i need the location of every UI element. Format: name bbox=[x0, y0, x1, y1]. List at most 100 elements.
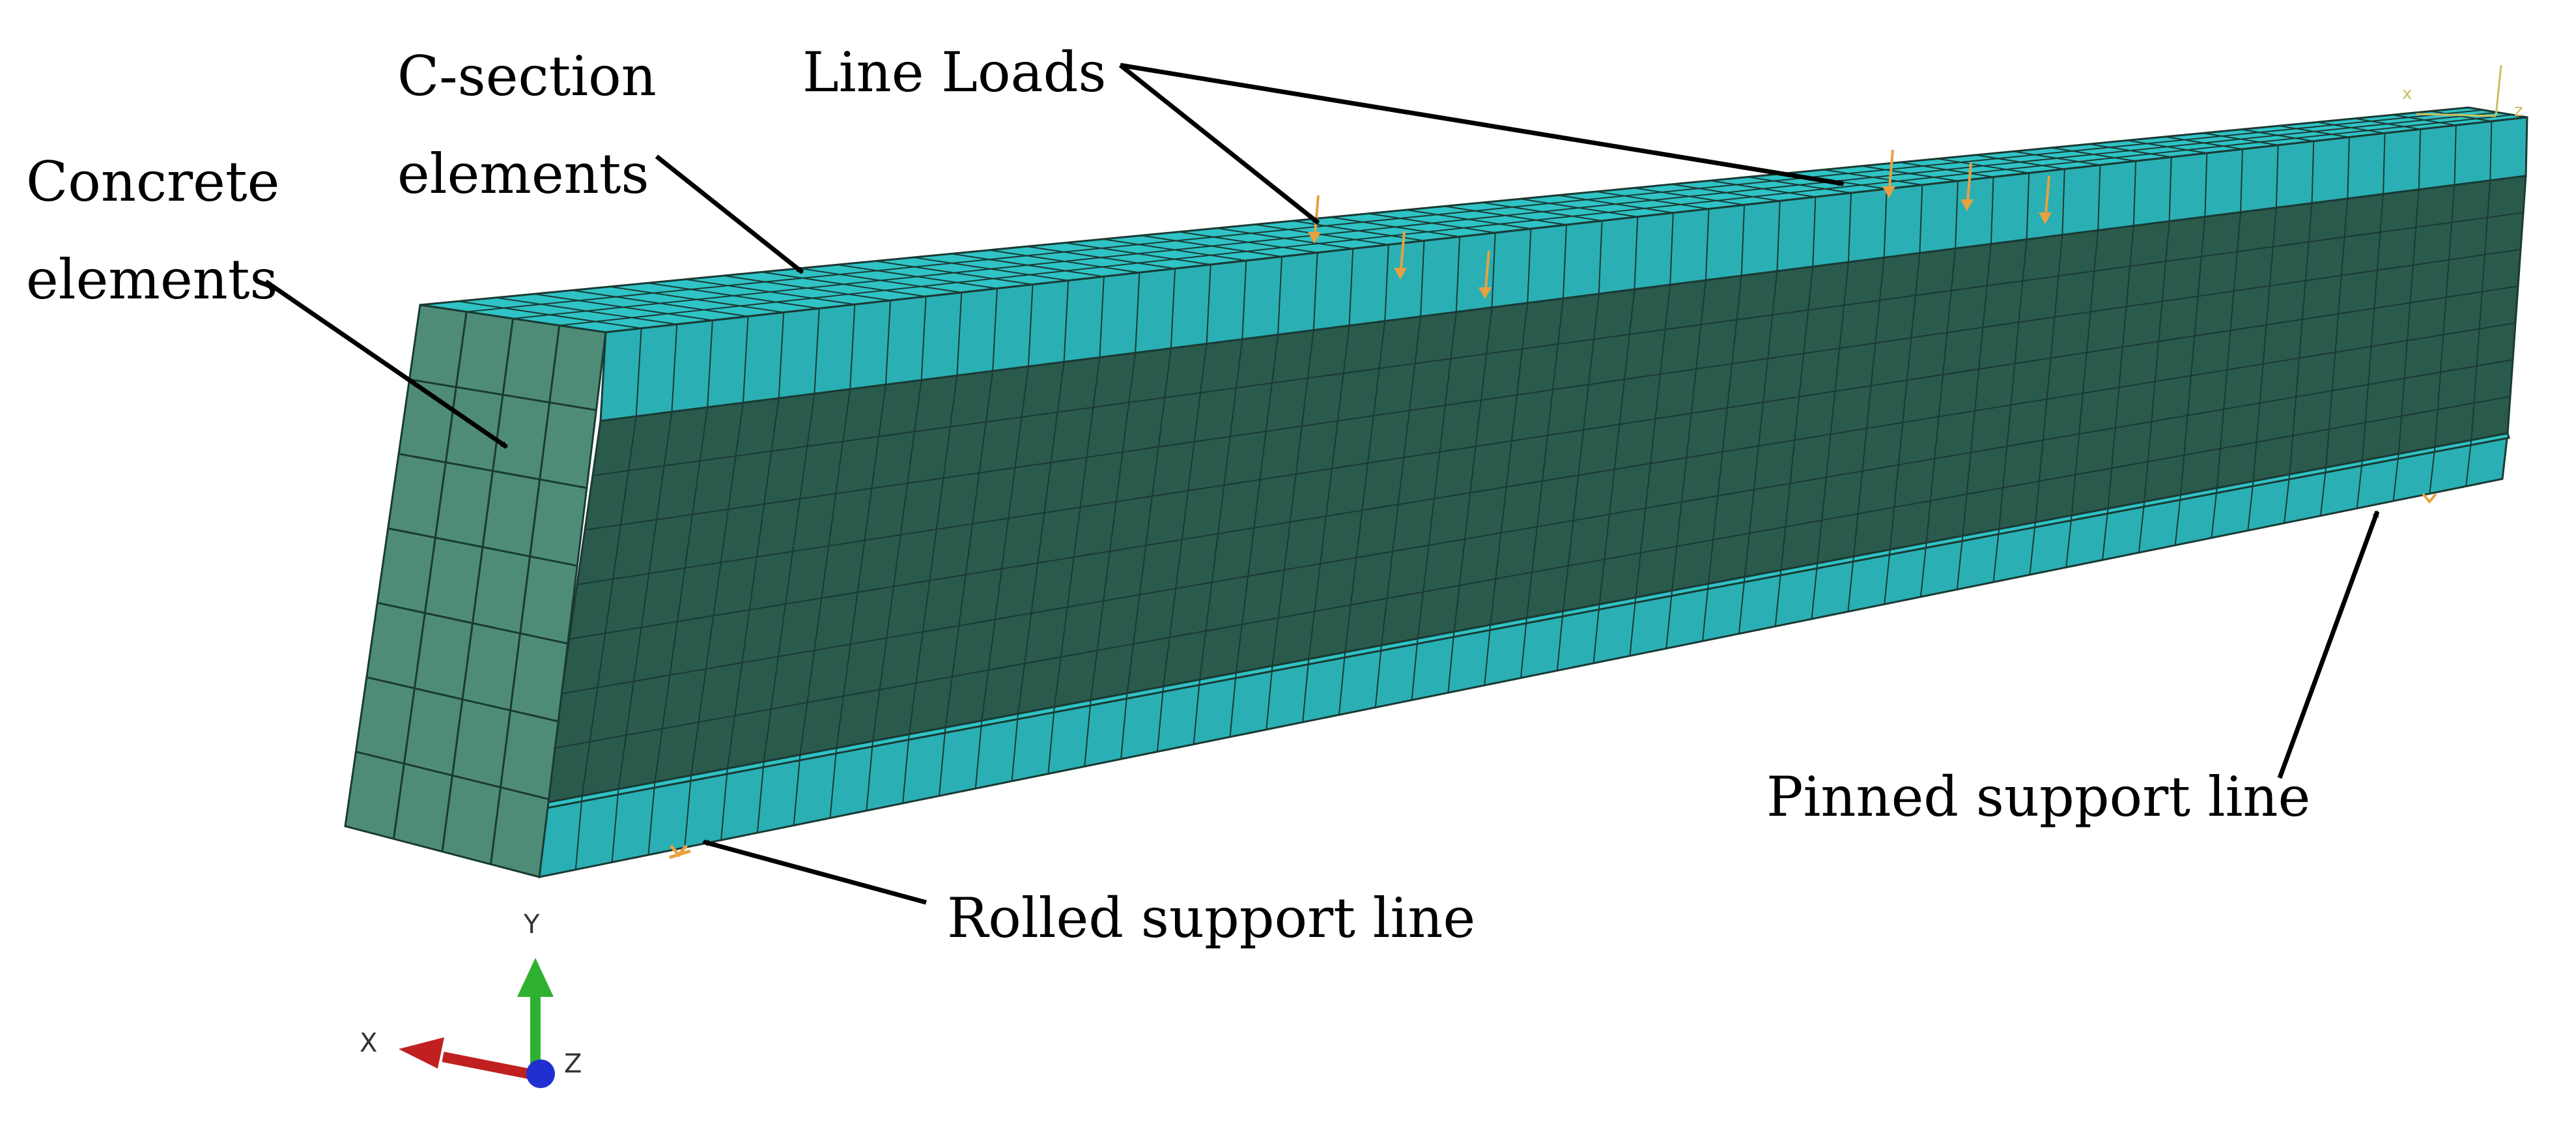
mesh-line bbox=[2465, 440, 2472, 487]
mesh-line bbox=[1374, 645, 1382, 708]
corner-axis-triad: x z bbox=[2402, 65, 2523, 121]
mesh-line bbox=[1411, 638, 1419, 700]
mesh-line bbox=[1241, 260, 1247, 339]
concrete-label-line1: Concrete bbox=[26, 150, 279, 214]
mesh-line bbox=[2107, 225, 2134, 509]
mesh-line bbox=[1348, 248, 1354, 326]
mesh-line bbox=[1170, 268, 1176, 349]
mesh-line bbox=[1992, 528, 2000, 583]
mesh-line bbox=[1338, 652, 1346, 715]
mesh-line bbox=[2216, 212, 2242, 489]
mesh-line bbox=[690, 403, 744, 776]
mesh-line bbox=[885, 300, 892, 385]
mesh-line bbox=[726, 398, 780, 769]
mesh-line bbox=[2247, 481, 2254, 531]
mesh-line bbox=[902, 734, 910, 803]
mesh-line bbox=[1084, 700, 1092, 767]
mesh-line bbox=[1490, 302, 1529, 626]
mesh-line bbox=[1312, 252, 1318, 330]
mesh-line bbox=[559, 114, 2513, 326]
mesh-line bbox=[1344, 321, 1386, 653]
mesh-line bbox=[2097, 165, 2101, 231]
mesh-line bbox=[576, 285, 2519, 586]
mesh-line bbox=[584, 248, 2521, 531]
rolled-support-pointer-arrow bbox=[702, 839, 927, 905]
rolled-support-label: Rolled support line bbox=[947, 886, 1475, 950]
mesh-line bbox=[376, 601, 569, 645]
load-arrow bbox=[1960, 162, 1974, 211]
mesh-line bbox=[553, 396, 2511, 749]
mesh-line bbox=[1484, 624, 1492, 685]
mesh-line bbox=[1744, 271, 1778, 577]
mesh-line bbox=[1447, 631, 1455, 693]
mesh-line bbox=[366, 676, 559, 723]
mesh-line bbox=[1090, 352, 1137, 700]
mesh-line bbox=[561, 359, 2513, 695]
mesh-line bbox=[2180, 216, 2206, 495]
line-load-arrows bbox=[1308, 149, 2052, 299]
view-axis-y-label: Y bbox=[523, 910, 540, 940]
mesh-line bbox=[872, 380, 922, 741]
mesh-line bbox=[2138, 501, 2145, 553]
mesh-line bbox=[2174, 495, 2181, 545]
mesh-line bbox=[635, 328, 642, 417]
mesh-line bbox=[1563, 224, 1567, 299]
mesh-line bbox=[617, 411, 673, 790]
mesh-line bbox=[2061, 169, 2065, 235]
mesh-line bbox=[2034, 235, 2063, 523]
mesh-line bbox=[1919, 542, 1927, 597]
mesh-line bbox=[1527, 229, 1532, 304]
mesh-line bbox=[2398, 189, 2420, 454]
rolled-support-marker bbox=[669, 844, 691, 859]
mesh-line bbox=[581, 416, 637, 796]
mesh-line bbox=[1384, 244, 1389, 321]
mesh-line bbox=[398, 453, 587, 489]
mesh-line bbox=[1206, 265, 1211, 344]
mesh-line bbox=[1011, 713, 1019, 781]
mesh-line bbox=[793, 755, 801, 826]
mesh-line bbox=[1635, 285, 1671, 598]
mesh-line bbox=[2071, 230, 2099, 516]
mesh-line bbox=[1455, 237, 1461, 312]
mesh-line bbox=[2065, 515, 2073, 568]
load-arrow bbox=[2039, 175, 2052, 224]
mesh-line bbox=[1120, 693, 1128, 760]
mesh-line bbox=[1889, 253, 1921, 550]
mesh-line bbox=[2325, 198, 2349, 468]
beam-model bbox=[344, 106, 2528, 878]
mesh-line bbox=[829, 747, 838, 818]
mesh-line bbox=[1847, 556, 1854, 612]
mesh-line bbox=[1453, 307, 1493, 632]
mesh-line bbox=[742, 316, 749, 403]
mesh-line bbox=[2361, 194, 2385, 461]
mesh-line bbox=[1199, 339, 1243, 680]
csection-pointer-arrow bbox=[655, 154, 804, 274]
mesh-line bbox=[2319, 467, 2327, 516]
mesh-line bbox=[1738, 577, 1746, 634]
mesh-line bbox=[2144, 221, 2170, 502]
mesh-line bbox=[1817, 262, 1849, 564]
mesh-line bbox=[1990, 177, 1994, 244]
mesh-line bbox=[1998, 239, 2028, 530]
mesh-line bbox=[1774, 569, 1782, 627]
pinned-support-label: Pinned support line bbox=[1766, 765, 2310, 829]
mesh-line bbox=[1634, 216, 1639, 290]
mesh-line bbox=[2252, 207, 2277, 482]
mesh-line bbox=[409, 378, 597, 411]
view-axis-triad: Y X Z bbox=[360, 910, 582, 1088]
mesh-line bbox=[1053, 357, 1101, 708]
mesh-line bbox=[441, 318, 514, 852]
mesh-line bbox=[1380, 316, 1422, 646]
mesh-line bbox=[393, 311, 468, 839]
mesh-line bbox=[2240, 149, 2243, 212]
mesh-line bbox=[2102, 508, 2109, 560]
mesh-line bbox=[2029, 522, 2036, 575]
mesh-line bbox=[1417, 311, 1457, 639]
mesh-line bbox=[1592, 604, 1600, 663]
mesh-line bbox=[1629, 597, 1637, 656]
pinned-support-pointer-arrow bbox=[2277, 510, 2380, 779]
mesh-line bbox=[814, 308, 820, 394]
pinned-support-marker bbox=[2422, 493, 2437, 504]
mesh-line bbox=[1598, 220, 1603, 295]
mesh-line bbox=[1047, 706, 1055, 774]
